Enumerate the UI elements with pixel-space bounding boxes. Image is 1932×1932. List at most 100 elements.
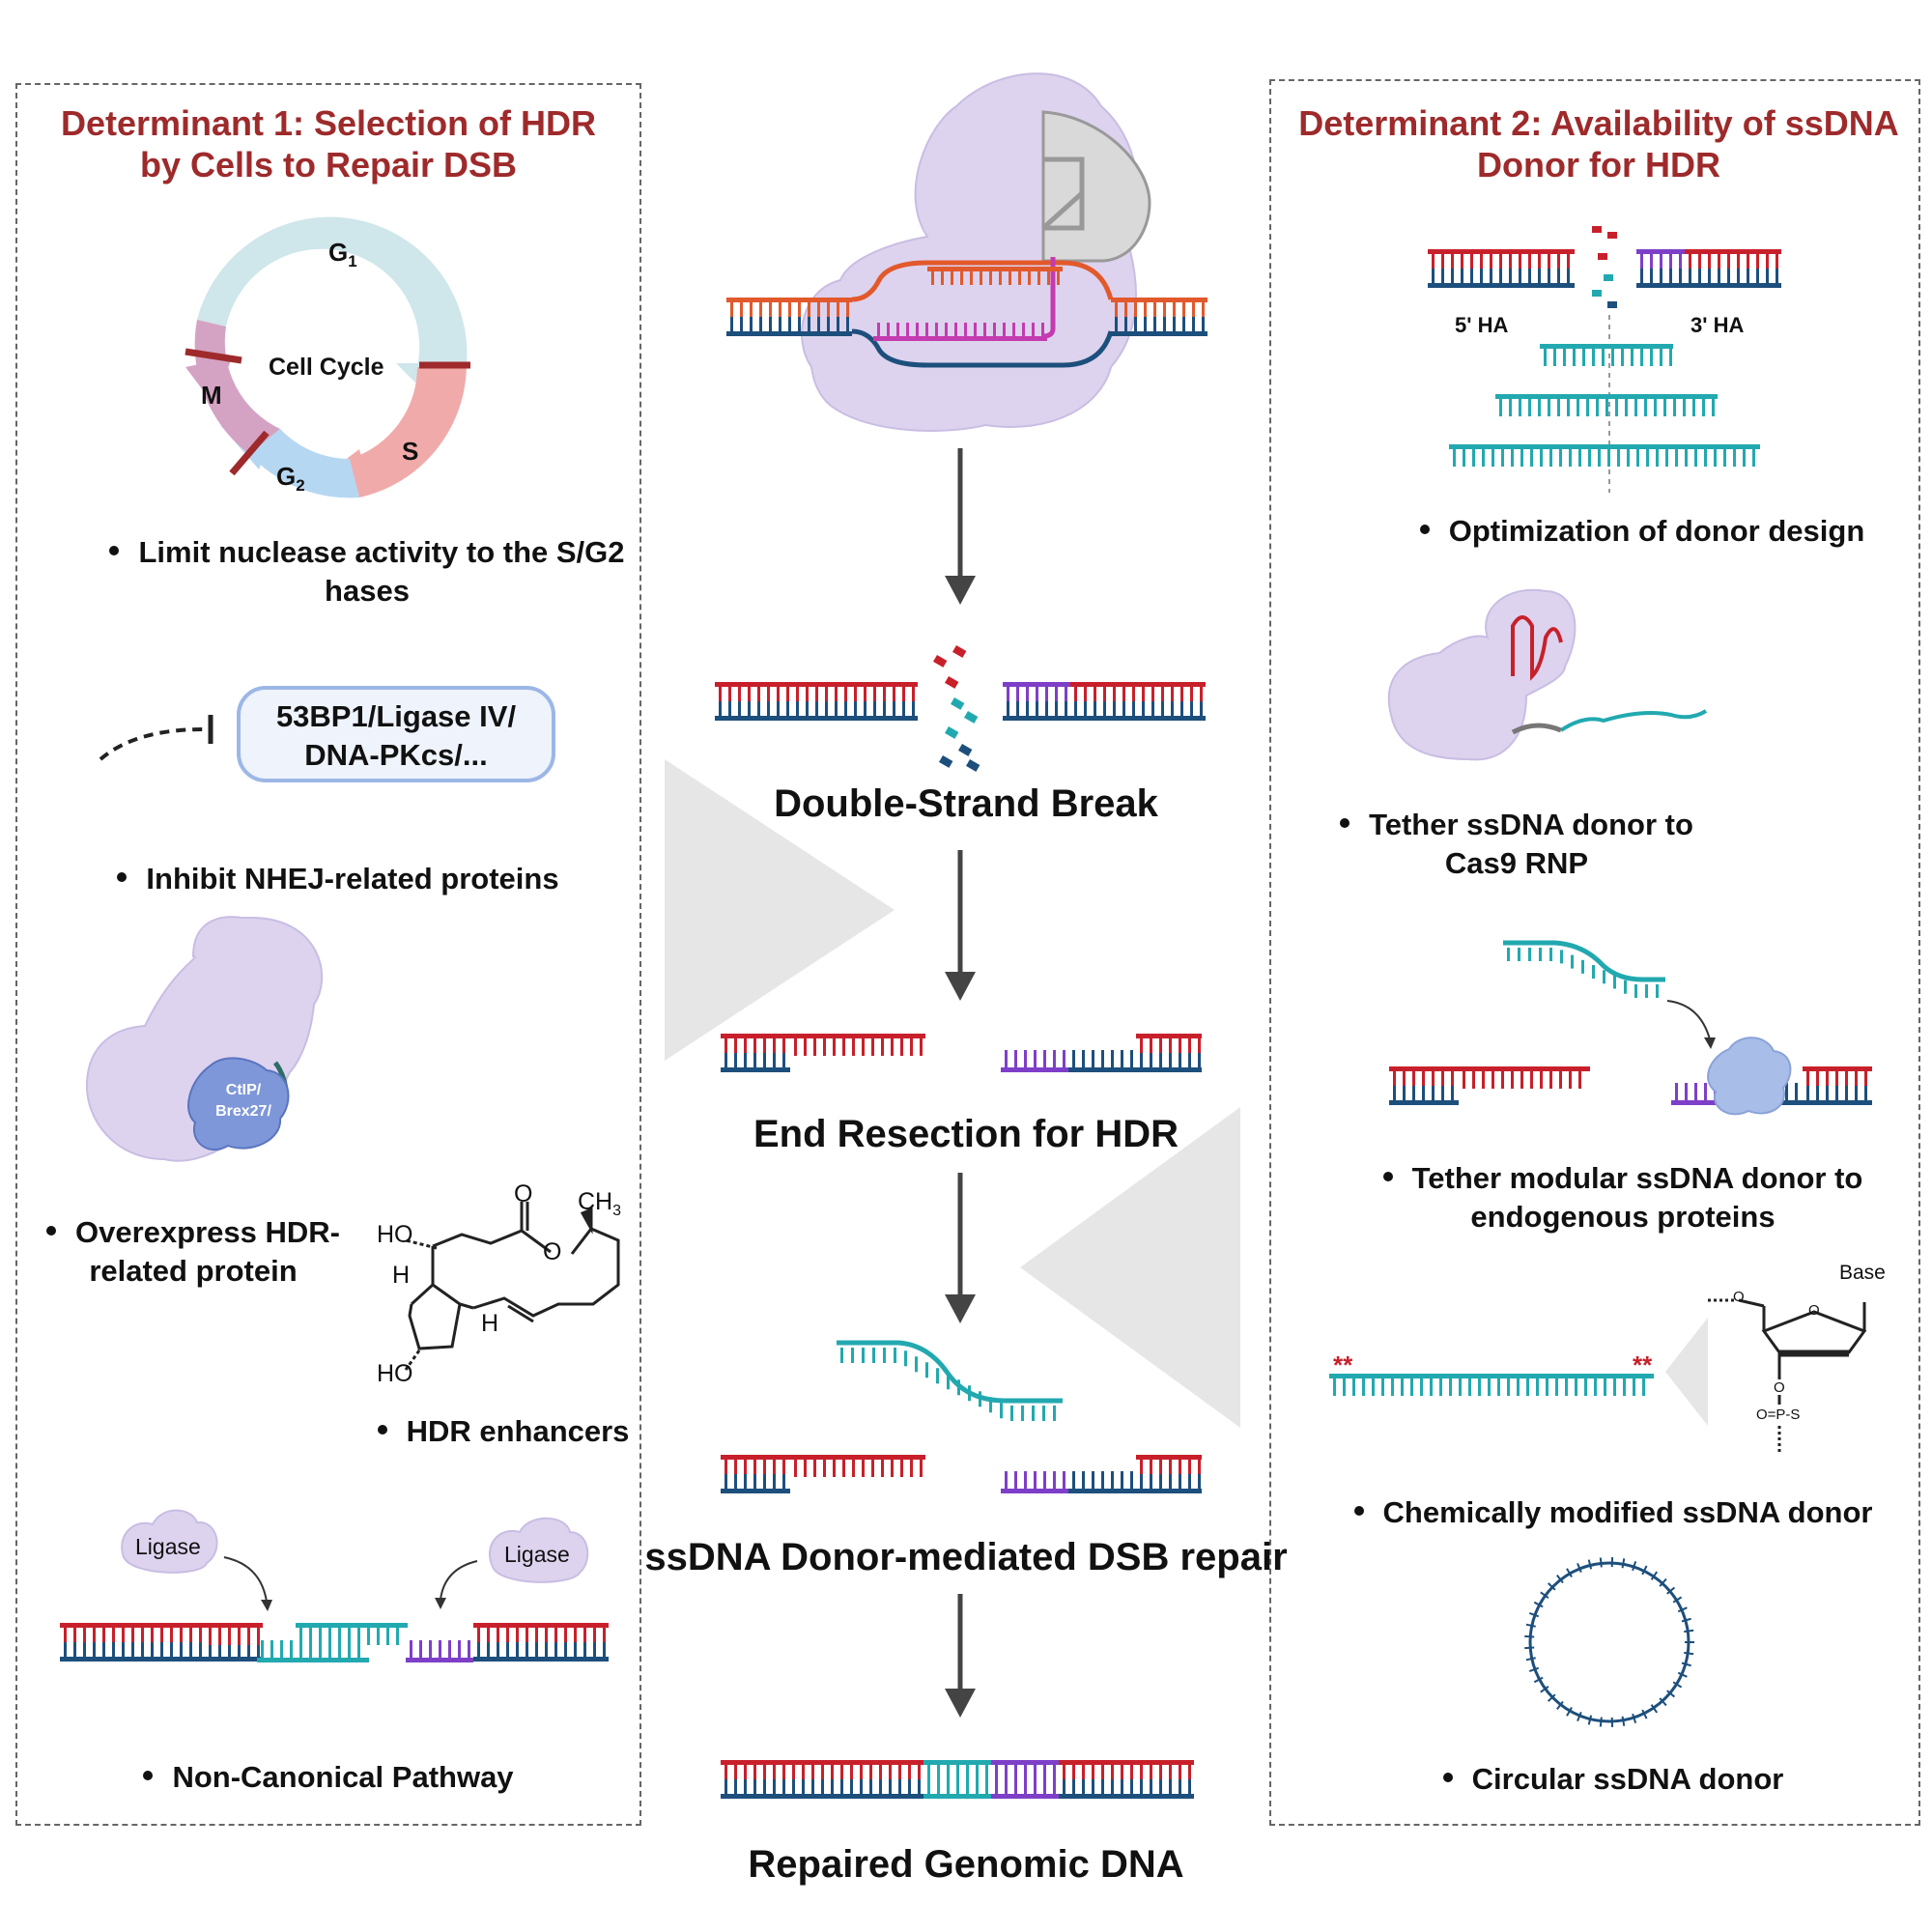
hdr-protein-blob [85, 916, 324, 1162]
tethered-donor-strand [1559, 709, 1708, 732]
repair-right-duplex [1136, 1455, 1202, 1493]
cas9-dna-top-arc [851, 260, 1114, 302]
resection-right-duplex [1136, 1034, 1202, 1072]
circle-tooth [1621, 1716, 1626, 1726]
repair-left-overhang [790, 1455, 925, 1477]
bullet-overexpress-hdr: Overexpress HDR-related protein [29, 1213, 357, 1291]
repaired-left [721, 1760, 923, 1799]
resection-left-overhang [790, 1034, 925, 1056]
bullet-dot [377, 1424, 387, 1435]
cas9-dna-left [726, 298, 852, 336]
donor-tooth [979, 1391, 981, 1407]
donor-tooth [1592, 965, 1595, 980]
circle-tooth [1650, 1571, 1659, 1580]
modular-donor-strand [1503, 940, 1665, 982]
donor-medium [1495, 394, 1718, 416]
circle-tooth [1632, 1713, 1637, 1724]
step-ssdna-donor-repair: ssDNA Donor-mediated DSB repair [644, 1536, 1288, 1578]
bullet-dot [143, 1770, 154, 1780]
circle-tooth [1681, 1617, 1691, 1623]
ctip-brex27-label: CtIP/ Brex27/ [215, 1082, 271, 1120]
donor-tooth [936, 1368, 939, 1384]
donor-tooth [883, 1348, 886, 1363]
dna-fragment [1592, 226, 1602, 233]
step-repaired-genomic-dna: Repaired Genomic DNA [748, 1843, 1184, 1886]
molecule-ho-top: HO [377, 1221, 413, 1248]
circle-tooth [1577, 1711, 1582, 1721]
donor-tooth [851, 1348, 854, 1363]
cell-cycle-m-label: M [201, 381, 222, 410]
donor-tooth [1021, 1406, 1024, 1421]
donor-tooth [1581, 959, 1584, 974]
circle-tooth [1684, 1629, 1694, 1634]
ligase-blob-right [435, 1517, 589, 1609]
circle-tooth [1599, 1557, 1603, 1568]
cell-cycle-m-arrowhead [185, 357, 232, 406]
donor-tooth [862, 1348, 865, 1363]
cell-cycle-s-label: S [402, 437, 419, 466]
bullet-dot [1419, 524, 1430, 534]
right-panel-title: Determinant 2: Availability of ssDNA Don… [1298, 103, 1899, 185]
step-end-resection: End Resection for HDR [753, 1113, 1179, 1155]
flow-arrows [945, 448, 976, 1718]
donor-ssdna-backbone [837, 1340, 1063, 1404]
circle-tooth [1566, 1568, 1573, 1577]
circle-tooth [1577, 1563, 1582, 1574]
donor-tooth [1656, 984, 1659, 998]
noncanonical-purple [406, 1640, 473, 1662]
guide-rna-stem [1042, 257, 1056, 339]
repair-right-overhang-navy [1068, 1471, 1136, 1493]
bullet-dot [1340, 817, 1350, 828]
circle-tooth [1659, 1577, 1667, 1587]
donor-tooth [1507, 948, 1510, 961]
donor-tooth [1560, 950, 1563, 964]
donor-tooth [1042, 1406, 1045, 1421]
bullet-dot [109, 545, 120, 555]
circle-tooth [1666, 1690, 1676, 1698]
donor-tooth [1000, 1403, 1003, 1419]
repair-right-overhang-purple [1001, 1471, 1068, 1493]
bullet-dot [1442, 1772, 1453, 1782]
chem-modified-donor [1329, 1374, 1654, 1396]
molecule-ho-bottom: HO [377, 1360, 413, 1387]
circle-tooth [1677, 1671, 1688, 1678]
donor-tooth [1518, 948, 1520, 961]
donor-short [1540, 344, 1673, 366]
phosphorothioate-sugar [1708, 1298, 1867, 1455]
dna-fragment [1592, 290, 1602, 297]
circle-tooth [1672, 1681, 1683, 1689]
donor-tooth [1613, 975, 1616, 989]
checkpoint-bar-m [185, 348, 242, 364]
repaired-purple [991, 1760, 1059, 1799]
donor-tooth [1539, 948, 1542, 961]
donor-tooth [840, 1348, 843, 1363]
bullet-limit-nuclease: Limit nuclease activity to the S/G2 hase… [106, 533, 628, 611]
bullet-circular: Circular ssDNA donor [1420, 1760, 1806, 1799]
endogenous-protein-cluster [1666, 1000, 1792, 1116]
pointer-triangle-right [1020, 1107, 1240, 1428]
dna-fragment [945, 725, 959, 739]
circle-tooth [1666, 1586, 1676, 1595]
bullet-dot [117, 871, 128, 882]
circle-tooth [1525, 1657, 1536, 1662]
left-panel-frame [15, 83, 641, 1826]
noncanonical-donor-bottom [257, 1640, 369, 1662]
circular-ssdna [1524, 1557, 1694, 1727]
dsb-left-duplex [715, 682, 918, 721]
circle-tooth [1641, 1565, 1648, 1576]
resection-left-duplex [721, 1034, 790, 1072]
repair-left-duplex [721, 1455, 790, 1493]
noncanonical-donor-top [296, 1623, 408, 1645]
modular-right-duplex [1803, 1066, 1872, 1105]
dna-fragment [1607, 232, 1617, 239]
bullet-inhibit-nhej: Inhibit NHEJ-related proteins [87, 860, 589, 898]
noncanonical-left-overhang [205, 1623, 263, 1645]
donor-tooth [1603, 970, 1605, 984]
dna-fragment [945, 676, 959, 689]
donor-tooth [894, 1348, 896, 1363]
resection-right-overhang-purple [1001, 1050, 1068, 1072]
resection-right-overhang-navy [1068, 1050, 1136, 1072]
donor-tooth [1571, 954, 1574, 969]
chem-pointer-triangle [1665, 1318, 1708, 1426]
